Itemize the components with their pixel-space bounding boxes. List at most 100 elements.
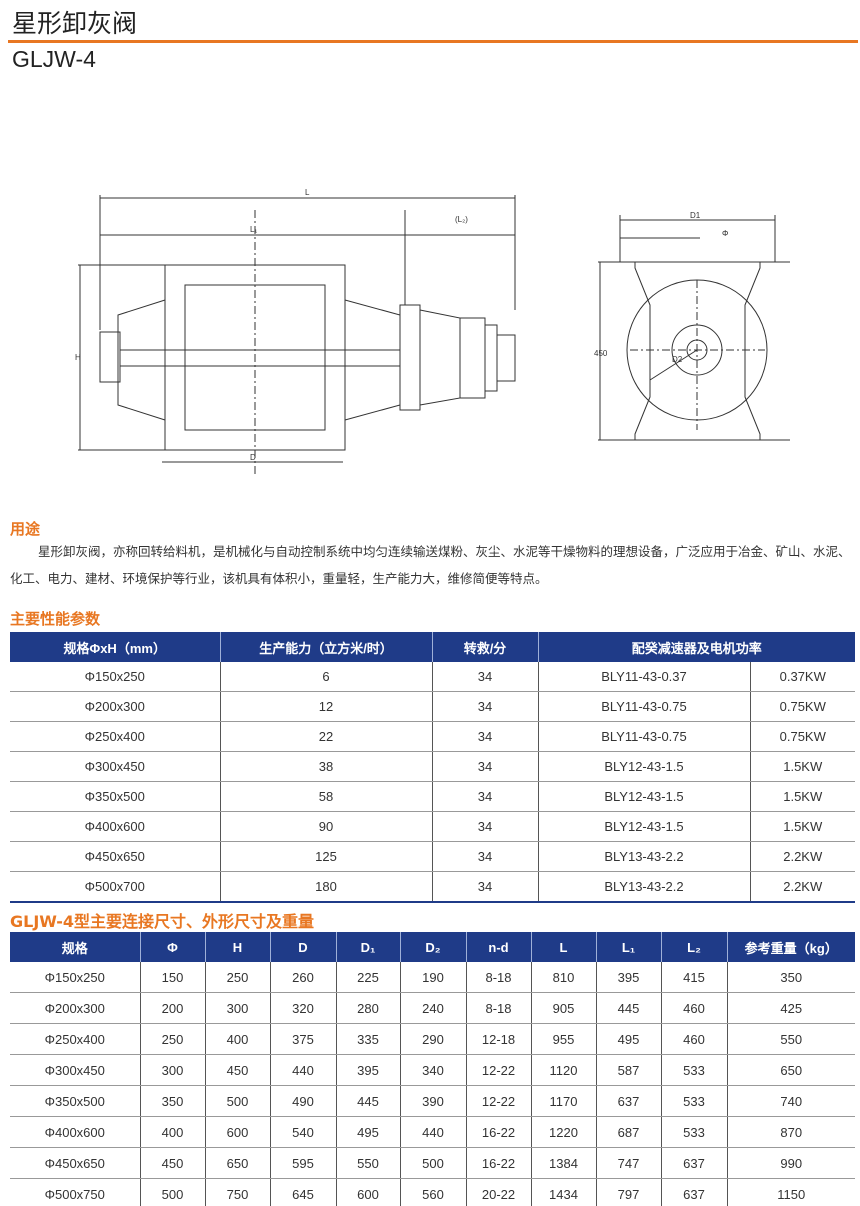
table-cell: 500: [399, 1147, 466, 1179]
table-cell: 587: [595, 1054, 661, 1086]
dim-D2: D2: [672, 355, 683, 364]
table-cell: 533: [660, 1116, 727, 1148]
table-cell: 637: [660, 1147, 727, 1179]
table-cell: 870: [726, 1116, 855, 1148]
table-cell: Φ200x300: [10, 992, 140, 1024]
table-cell: 190: [399, 962, 466, 993]
table-cell: 16-22: [465, 1147, 531, 1179]
table-cell: 2.2KW: [749, 871, 855, 903]
table-cell: 0.75KW: [749, 691, 855, 722]
table-cell: 1150: [726, 1178, 855, 1206]
table-cell: 440: [399, 1116, 466, 1148]
table-cell: Φ250x400: [10, 721, 220, 752]
col-header: H: [204, 932, 270, 962]
table-cell: 90: [219, 811, 432, 842]
table-cell: 990: [726, 1147, 855, 1179]
table-cell: 495: [335, 1116, 400, 1148]
col-header: 规格: [10, 932, 140, 962]
usage-heading: 用途: [10, 520, 41, 538]
table-cell: 1.5KW: [749, 811, 855, 842]
table-cell: 637: [660, 1178, 727, 1206]
table-cell: 425: [726, 992, 855, 1024]
dim-L2: (L₂): [455, 215, 468, 224]
table-cell: 595: [269, 1147, 336, 1179]
table-cell: 445: [595, 992, 661, 1024]
valve-drawing: L L₁ (L₂) H D D1 Φ 450 D2: [75, 188, 790, 475]
dim-L1: L₁: [250, 225, 257, 234]
table-cell: 395: [335, 1054, 400, 1086]
dim-phi: Φ: [722, 229, 728, 238]
performance-table: 规格ΦxH（mm） 生产能力（立方米/时） 转救/分 配癸减速器及电机功率 Φ1…: [10, 632, 855, 903]
table-cell: 300: [139, 1054, 205, 1086]
table-cell: 440: [269, 1054, 336, 1086]
table-cell: 750: [204, 1178, 270, 1206]
table-cell: 34: [431, 841, 538, 872]
table-cell: 533: [660, 1054, 727, 1086]
table-cell: 460: [660, 992, 727, 1024]
table-cell: BLY13-43-2.2: [537, 871, 750, 903]
table-cell: 260: [269, 962, 336, 993]
table-cell: 740: [726, 1085, 855, 1117]
table-cell: 400: [139, 1116, 205, 1148]
model-name: GLJW-4: [12, 46, 96, 72]
table-cell: 38: [219, 751, 432, 782]
table-cell: BLY12-43-1.5: [537, 781, 750, 812]
col-header: 生产能力（立方米/时）: [219, 632, 432, 662]
dimensions-heading: GLJW-4型主要连接尺寸、外形尺寸及重量: [10, 912, 314, 931]
table-cell: 0.37KW: [749, 662, 855, 692]
table-cell: 1220: [530, 1116, 596, 1148]
table-cell: 550: [726, 1023, 855, 1055]
table-cell: 34: [431, 871, 538, 903]
table-cell: 280: [335, 992, 400, 1024]
table-cell: 1434: [530, 1178, 596, 1206]
usage-text: 星形卸灰阀，亦称回转给料机，是机械化与自动控制系统中均匀连续输送煤粉、灰尘、水泥…: [10, 544, 851, 586]
col-header: D: [269, 932, 336, 962]
table-cell: 12-18: [465, 1023, 531, 1055]
table-cell: Φ500x750: [10, 1178, 140, 1206]
table-cell: BLY12-43-1.5: [537, 811, 750, 842]
table-cell: 250: [204, 962, 270, 993]
table-cell: 650: [204, 1147, 270, 1179]
table-cell: 2.2KW: [749, 841, 855, 872]
table-cell: 34: [431, 662, 538, 692]
table-cell: BLY11-43-0.37: [537, 662, 750, 692]
table-cell: BLY11-43-0.75: [537, 721, 750, 752]
col-header: L₂: [660, 932, 727, 962]
table-cell: 600: [204, 1116, 270, 1148]
table-cell: 350: [139, 1085, 205, 1117]
table-cell: 20-22: [465, 1178, 531, 1206]
table-cell: 490: [269, 1085, 336, 1117]
table-cell: 300: [204, 992, 270, 1024]
table-cell: 1.5KW: [749, 751, 855, 782]
table-cell: 350: [726, 962, 855, 993]
table-cell: 12: [219, 691, 432, 722]
table-cell: BLY12-43-1.5: [537, 751, 750, 782]
table-cell: 8-18: [465, 992, 531, 1024]
col-header: 转救/分: [431, 632, 538, 662]
table-cell: 12-22: [465, 1054, 531, 1086]
table-cell: 400: [204, 1023, 270, 1055]
table-cell: Φ450x650: [10, 841, 220, 872]
col-header: Φ: [139, 932, 205, 962]
table-cell: 450: [139, 1147, 205, 1179]
col-header: 规格ΦxH（mm）: [10, 632, 220, 662]
table-cell: 1170: [530, 1085, 596, 1117]
table-cell: 687: [595, 1116, 661, 1148]
table-cell: 1.5KW: [749, 781, 855, 812]
col-header: n-d: [465, 932, 531, 962]
table-cell: 8-18: [465, 962, 531, 993]
table-cell: 58: [219, 781, 432, 812]
table-cell: 16-22: [465, 1116, 531, 1148]
table-cell: Φ450x650: [10, 1147, 140, 1179]
table-cell: 495: [595, 1023, 661, 1055]
table-cell: 810: [530, 962, 596, 993]
table-cell: 6: [219, 662, 432, 692]
table-cell: Φ300x450: [10, 751, 220, 782]
